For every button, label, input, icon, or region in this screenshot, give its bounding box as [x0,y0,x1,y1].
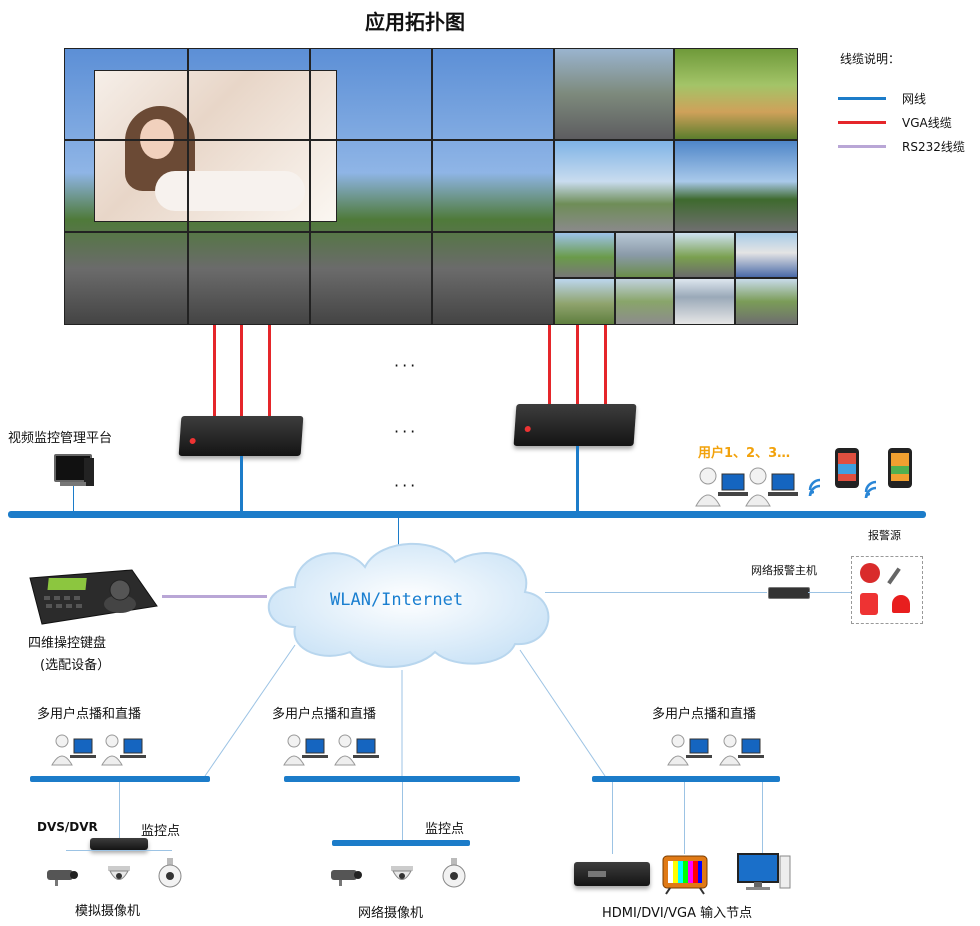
ptz-camera-icon [442,858,466,888]
user-laptop-icon [101,734,146,766]
mini-tile [735,278,798,325]
hdmi-encoder-icon [574,862,650,886]
group3-network-bar [592,776,780,782]
dome-camera-icon [391,866,413,880]
user-laptop-icon [667,734,712,766]
vga-line [268,325,271,420]
alarm-host-label: 网络报警主机 [751,564,817,577]
group1-camera-label: 模拟摄像机 [75,904,141,919]
users-label: 用户1、2、3… [698,446,791,461]
user-laptop-icon [695,467,748,507]
keyboard-icon [60,482,86,486]
user-laptop-icon [745,467,798,507]
mini-tile [674,278,735,325]
vga-line [604,325,607,407]
legend-label-network: 网线 [902,92,927,106]
highway-tile-3 [554,140,674,232]
rs232-line [162,595,267,598]
network-line [545,592,767,593]
pc-tower [84,458,94,486]
legend-heading: 线缆说明： [840,52,901,66]
ellipsis: ··· [394,356,419,375]
group3-header: 多用户点播和直播 [652,707,757,722]
phone-alarm-icon [860,593,878,615]
network-line [762,782,763,854]
legend-swatch-network [838,97,886,100]
wifi-icon [864,480,877,499]
group2-network-bar [284,776,520,782]
user-laptop-icon [719,734,764,766]
monitor-icon [737,853,791,890]
mini-tile [674,232,735,278]
network-line [119,782,120,840]
keyboard-optional-label: (选配设备） [40,658,111,673]
tv-icon [662,855,708,895]
decoder-box-icon [513,404,637,446]
ellipsis: ··· [394,422,419,441]
ptz-camera-icon [158,858,182,888]
page-title: 应用拓扑图 [365,10,465,34]
network-line [576,446,579,514]
network-line [398,518,399,546]
platform-label: 视频监控管理平台 [8,431,113,446]
network-line [240,456,243,514]
network-line [684,782,685,854]
siren-icon [892,595,910,613]
group2-camera-label: 网络摄像机 [358,906,424,921]
network-line [612,782,613,854]
group3-node-label: HDMI/DVI/VGA 输入节点 [602,906,753,921]
legend-label-vga: VGA线缆 [902,116,952,130]
video-wall [64,48,798,325]
network-line [402,782,403,840]
network-backbone [8,511,926,518]
user-laptop-icon [283,734,328,766]
decoder-box-icon [178,416,304,456]
group2-header: 多用户点播和直播 [272,707,377,722]
keyboard-controller-icon [29,569,158,625]
group1-point-label: 监控点 [141,824,181,839]
group2-point-label: 监控点 [425,822,465,837]
user-laptop-icon [334,734,379,766]
network-line [73,486,74,514]
group1-header: 多用户点播和直播 [37,707,142,722]
vga-line [576,325,579,407]
smartphone-icon [888,448,912,488]
network-line [66,850,172,851]
group1-network-bar [30,776,210,782]
highway-tile-2 [674,48,798,140]
dvr-icon [90,838,148,850]
cloud-label: WLAN/Internet [330,590,464,610]
sensor-icon [887,567,901,585]
alarm-source-label: 报警源 [868,529,901,542]
dome-camera-icon [108,866,130,880]
keyboard-label: 四维操控键盘 [28,636,107,651]
bullet-camera-icon [47,870,78,886]
vga-line [548,325,551,407]
smartphone-icon [835,448,859,488]
legend-label-rs232: RS232线缆 [902,140,965,154]
mini-tile [735,232,798,278]
bullet-camera-icon [331,870,362,886]
alarm-host-icon [768,587,810,599]
alarm-bell-icon [860,563,880,583]
mini-tile [554,278,615,325]
mini-tile [615,278,674,325]
vga-line [213,325,216,420]
user-laptop-icon [51,734,96,766]
alarm-source-box [851,556,923,624]
mini-tile [615,232,674,278]
legend-swatch-rs232 [838,145,886,148]
network-line [808,592,852,593]
highway-tile-4 [674,140,798,232]
wifi-icon [808,478,821,497]
vga-line [240,325,243,420]
dvr-label: DVS/DVR [37,820,98,834]
ellipsis: ··· [394,476,419,495]
mini-tile [554,232,615,278]
group2-camera-bar [332,840,470,846]
highway-tile-1 [554,48,674,140]
legend-swatch-vga [838,121,886,124]
portrait-image [94,70,337,222]
cloud-icon [267,542,550,668]
